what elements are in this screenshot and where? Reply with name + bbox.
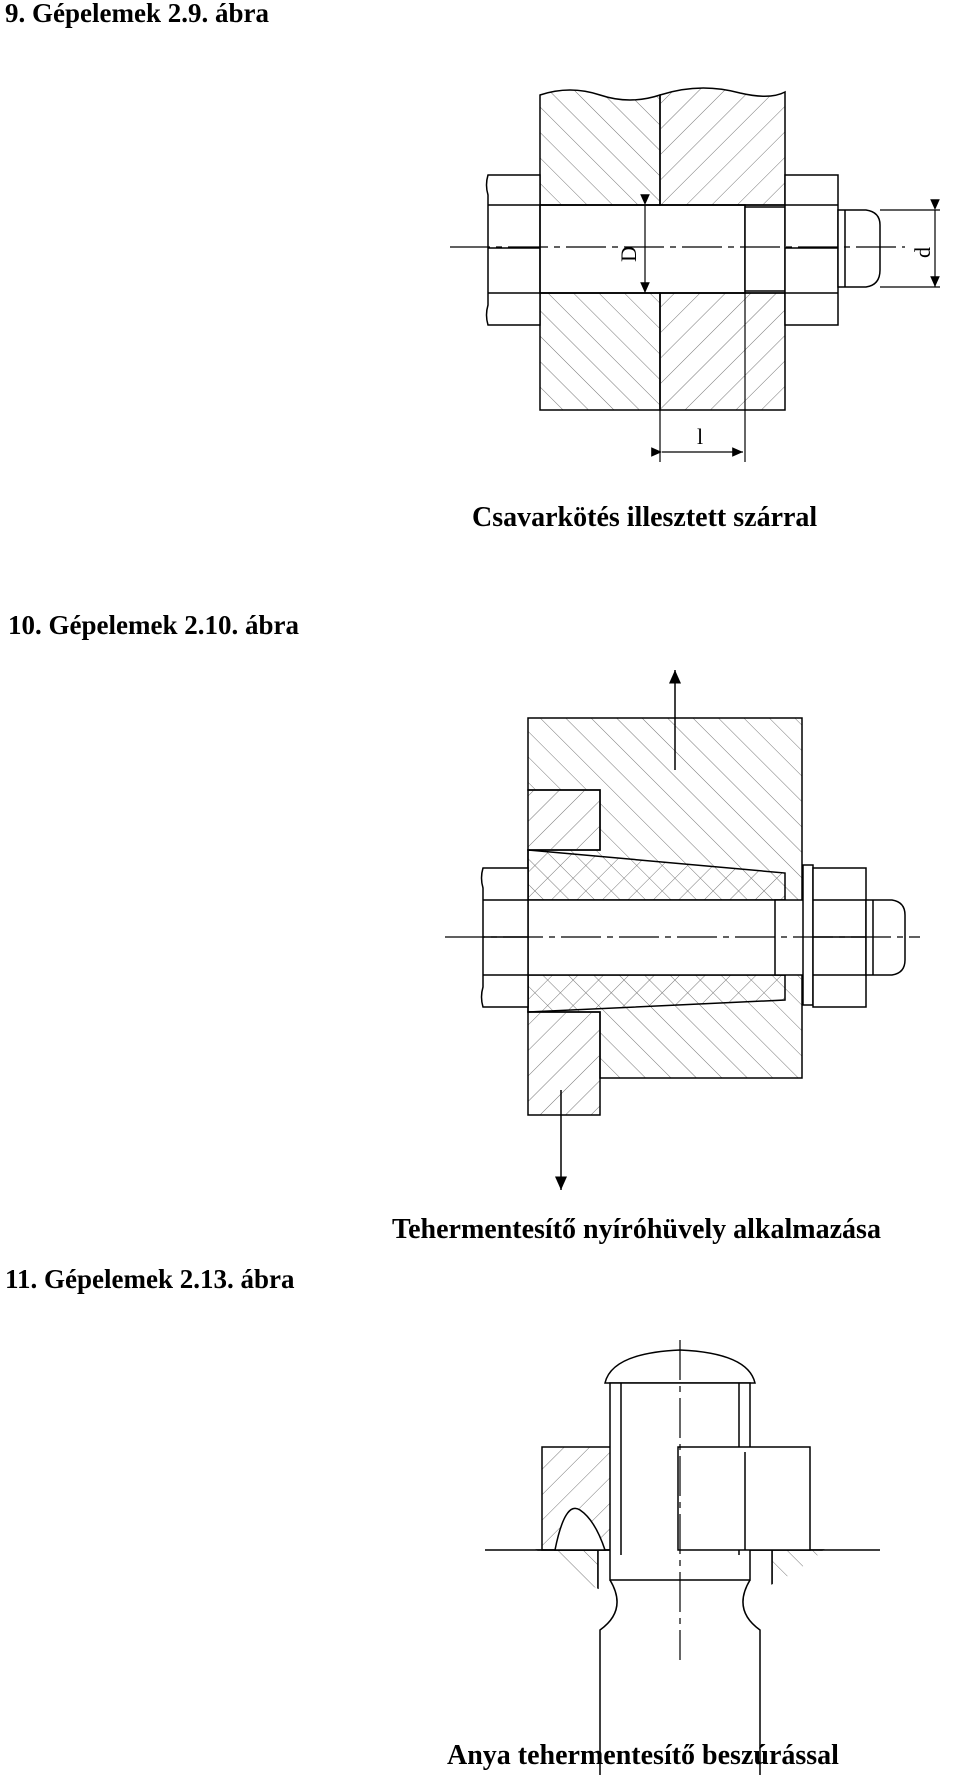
fig9-label-l: l xyxy=(697,424,703,449)
figure-9-heading: 9. Gépelemek 2.9. ábra xyxy=(5,0,269,28)
fig9-nut xyxy=(784,174,839,326)
fig9-plates xyxy=(539,87,786,411)
fig9-label-d: d xyxy=(910,247,935,258)
fig9-dimensions xyxy=(640,194,940,462)
figure-11-heading: 11. Gépelemek 2.13. ábra xyxy=(5,1264,295,1294)
fig9-label-D: D xyxy=(616,246,641,262)
fig10-lower-plate xyxy=(527,789,601,851)
fig9-bolt xyxy=(485,174,881,326)
figure-11-caption: Anya tehermentesítő beszúrással xyxy=(447,1740,839,1771)
figure-10-heading: 10. Gépelemek 2.10. ábra xyxy=(8,610,299,640)
fig9-plate-right xyxy=(659,87,786,206)
figure-9-caption: Csavarkötés illesztett szárral xyxy=(472,502,818,533)
figure-10-caption: Tehermentesítő nyíróhüvely alkalmazása xyxy=(392,1214,881,1245)
fig11-nut xyxy=(677,1446,811,1551)
fig9-bolt-head xyxy=(485,174,541,326)
